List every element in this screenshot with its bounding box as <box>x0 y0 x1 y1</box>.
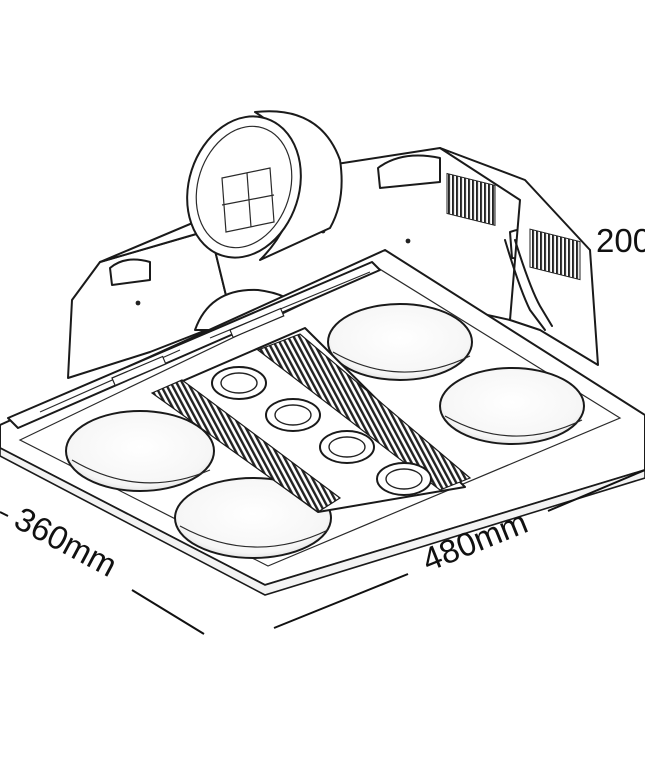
led-light-4 <box>376 462 432 496</box>
center-strip <box>150 327 472 513</box>
vent-grille-left <box>150 379 342 513</box>
heat-lamp-front-left <box>65 410 215 492</box>
height-label: 200 <box>596 222 645 259</box>
depth-dimension-line-lower <box>131 589 205 635</box>
heat-lamps <box>65 303 585 559</box>
led-light-2 <box>265 398 321 432</box>
heat-lamp-back-left <box>327 303 473 381</box>
heat-lamp-back-right <box>439 367 585 445</box>
vent-grille-right <box>256 333 472 491</box>
led-light-3 <box>319 430 375 464</box>
duct-spigot <box>186 110 343 261</box>
depth-dimension-line-upper <box>0 511 9 517</box>
led-light-1 <box>211 366 267 400</box>
width-dimension-line-right <box>547 469 645 512</box>
width-dimension-line-left <box>273 573 409 629</box>
dimension-height: 200 <box>596 222 645 259</box>
heat-lamp-front-right <box>174 477 332 559</box>
